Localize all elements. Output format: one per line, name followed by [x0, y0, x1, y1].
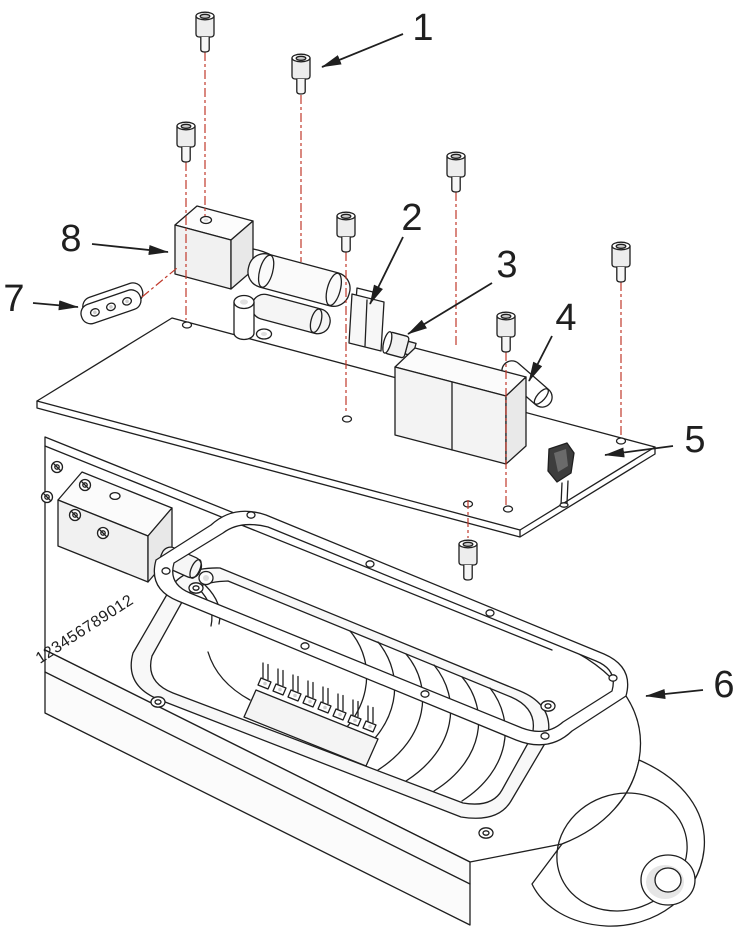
callout-1-arrow: [321, 33, 404, 68]
centerlines: [141, 52, 622, 538]
callout-2-label: 2: [401, 197, 422, 239]
callout-4: 4: [528, 297, 577, 382]
terminal-pins: [257, 662, 377, 733]
terminal-block: [207, 651, 379, 767]
seal-gasket-3hole: [80, 282, 144, 325]
solenoid-cylinder: [247, 253, 351, 335]
callout-8-arrow: [91, 243, 169, 255]
callout-3-label: 3: [496, 244, 517, 286]
callout-2-arrow: [369, 236, 404, 305]
gasket-holes: [161, 511, 618, 740]
callout-7-label: 7: [3, 278, 24, 320]
housing-cylinder-end: [531, 759, 706, 927]
callout-1-label: 1: [412, 7, 433, 49]
control-plate-assembly: [36, 205, 656, 538]
callout-5-label: 5: [684, 419, 705, 461]
callout-4-label: 4: [555, 297, 576, 339]
callout-8-label: 8: [60, 218, 81, 260]
centerline-gasket: [141, 267, 178, 298]
standoff-post: [233, 294, 273, 341]
cover-gasket: [153, 510, 629, 746]
screw-bosses: [150, 582, 556, 839]
callout-3-arrow: [407, 282, 493, 335]
callout-6-label: 6: [713, 664, 734, 706]
callout-7: 7: [3, 278, 79, 320]
callout-7-arrow: [32, 300, 79, 311]
mounting-plate: [36, 317, 656, 538]
callout-3: 3: [407, 244, 518, 335]
housing-face-screws: [40, 460, 110, 540]
callout-6-arrow: [645, 689, 704, 699]
callout-1: 1: [321, 7, 434, 68]
callout-2: 2: [369, 197, 423, 305]
callout-5-arrow: [604, 445, 674, 458]
callout-4-arrow: [528, 335, 553, 382]
bore-hole-icon: [640, 854, 696, 906]
callout-8: 8: [60, 218, 169, 260]
callout-5: 5: [604, 419, 706, 461]
latch-clip: [547, 442, 575, 508]
callout-6: 6: [645, 664, 735, 706]
